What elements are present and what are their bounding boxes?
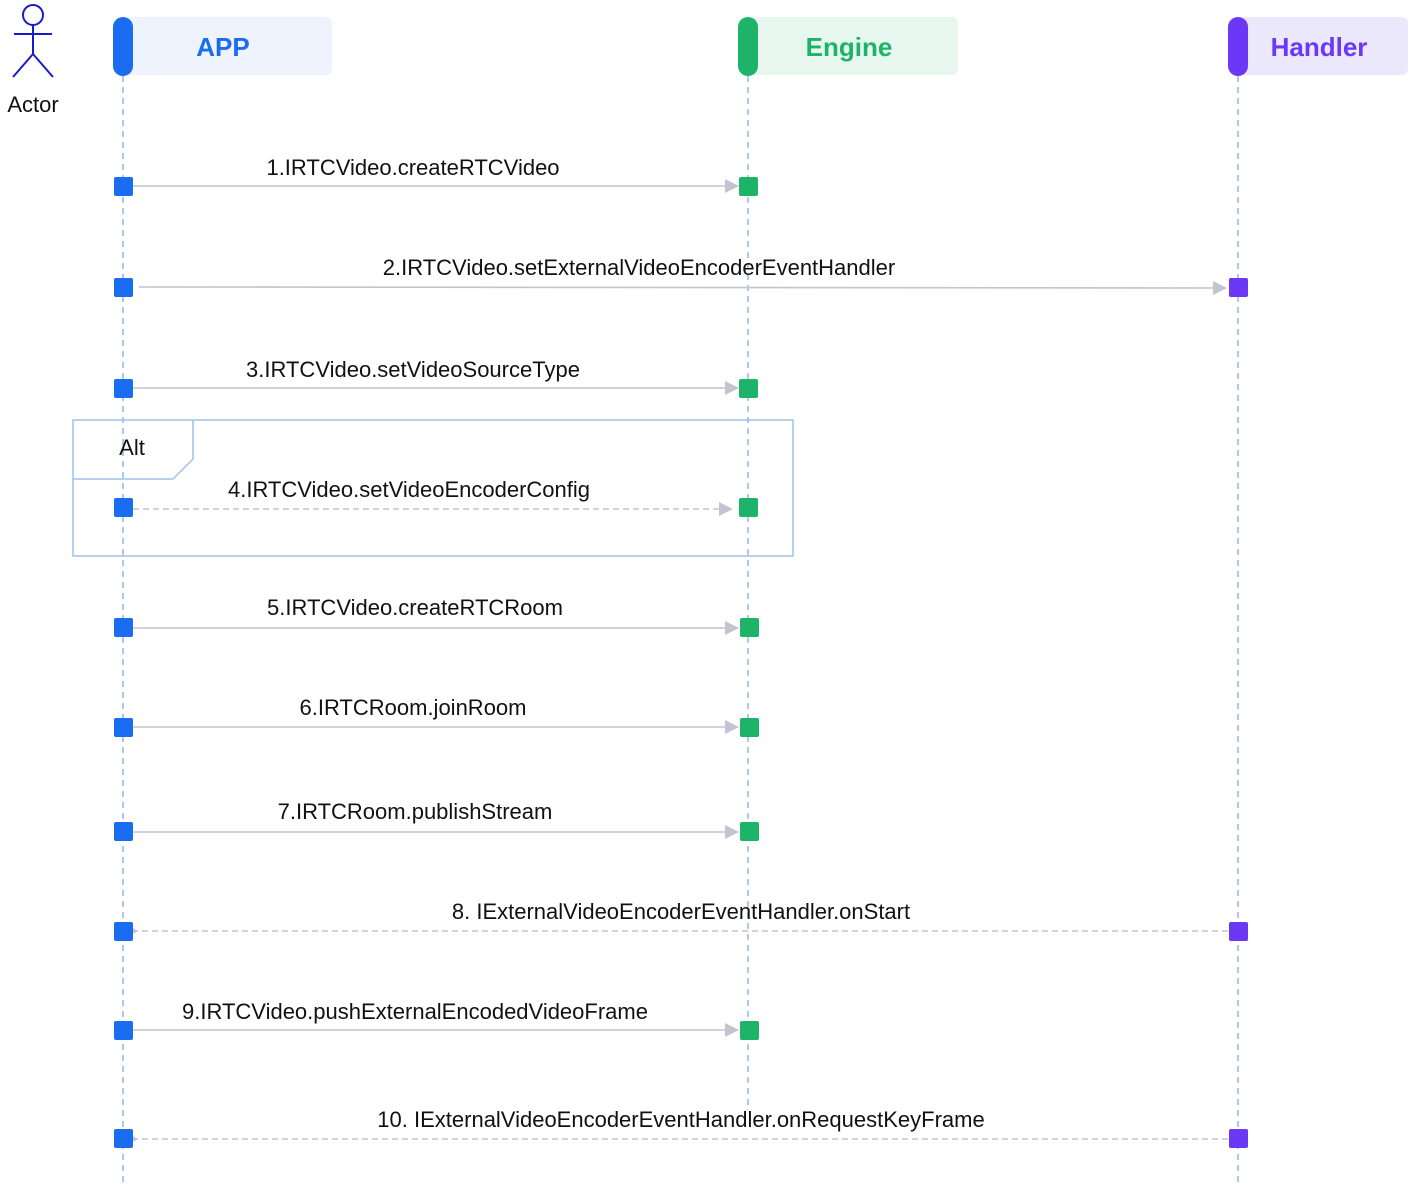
activation-engine-4 [739, 498, 758, 517]
activation-engine-9 [740, 1021, 759, 1040]
activation-app-8 [114, 922, 133, 941]
message-3-label: 3.IRTCVideo.setVideoSourceType [246, 357, 580, 382]
participant-engine-label: Engine [806, 32, 893, 62]
message-8-label: 8. IExternalVideoEncoderEventHandler.onS… [452, 899, 910, 924]
message-9: 9.IRTCVideo.pushExternalEncodedVideoFram… [114, 999, 759, 1040]
message-6-label: 6.IRTCRoom.joinRoom [299, 695, 526, 720]
activation-app-1 [114, 177, 133, 196]
participant-engine: Engine [738, 17, 958, 76]
activation-handler-2 [1229, 278, 1248, 297]
activation-app-2 [114, 278, 133, 297]
message-4-label: 4.IRTCVideo.setVideoEncoderConfig [228, 477, 590, 502]
actor: Actor [7, 4, 59, 117]
message-7-label: 7.IRTCRoom.publishStream [278, 799, 553, 824]
message-8: 8. IExternalVideoEncoderEventHandler.onS… [114, 899, 1248, 941]
alt-fragment-label: Alt [119, 435, 145, 460]
activation-app-9 [114, 1021, 133, 1040]
participant-handler: Handler [1228, 17, 1408, 76]
activation-app-5 [114, 618, 133, 637]
message-7: 7.IRTCRoom.publishStream [114, 799, 759, 841]
message-10-label: 10. IExternalVideoEncoderEventHandler.on… [377, 1107, 984, 1132]
message-10: 10. IExternalVideoEncoderEventHandler.on… [114, 1107, 1248, 1148]
activation-engine-5 [740, 618, 759, 637]
actor-icon [12, 4, 54, 78]
activation-engine-1 [739, 177, 758, 196]
message-2: 2.IRTCVideo.setExternalVideoEncoderEvent… [114, 255, 1248, 297]
activation-app-10 [114, 1129, 133, 1148]
activation-app-6 [114, 718, 133, 737]
message-1: 1.IRTCVideo.createRTCVideo [114, 155, 758, 196]
message-3: 3.IRTCVideo.setVideoSourceType [114, 357, 758, 398]
participant-handler-label: Handler [1271, 32, 1368, 62]
message-1-label: 1.IRTCVideo.createRTCVideo [266, 155, 559, 180]
participant-app: APP [113, 17, 332, 76]
message-6: 6.IRTCRoom.joinRoom [114, 695, 759, 737]
message-5: 5.IRTCVideo.createRTCRoom [114, 595, 759, 637]
message-9-label: 9.IRTCVideo.pushExternalEncodedVideoFram… [182, 999, 648, 1024]
message-2-label: 2.IRTCVideo.setExternalVideoEncoderEvent… [383, 255, 895, 280]
alt-fragment: Alt [72, 419, 794, 557]
activation-engine-6 [740, 718, 759, 737]
participant-app-label: APP [196, 32, 249, 62]
actor-label: Actor [7, 92, 58, 117]
activation-engine-7 [740, 822, 759, 841]
activation-engine-3 [739, 379, 758, 398]
message-4: 4.IRTCVideo.setVideoEncoderConfig [114, 477, 758, 517]
activation-app-3 [114, 379, 133, 398]
activation-handler-8 [1229, 922, 1248, 941]
message-5-label: 5.IRTCVideo.createRTCRoom [267, 595, 563, 620]
activation-handler-10 [1229, 1129, 1248, 1148]
message-2-arrow [138, 280, 1227, 295]
activation-app-4 [114, 498, 133, 517]
activation-app-7 [114, 822, 133, 841]
